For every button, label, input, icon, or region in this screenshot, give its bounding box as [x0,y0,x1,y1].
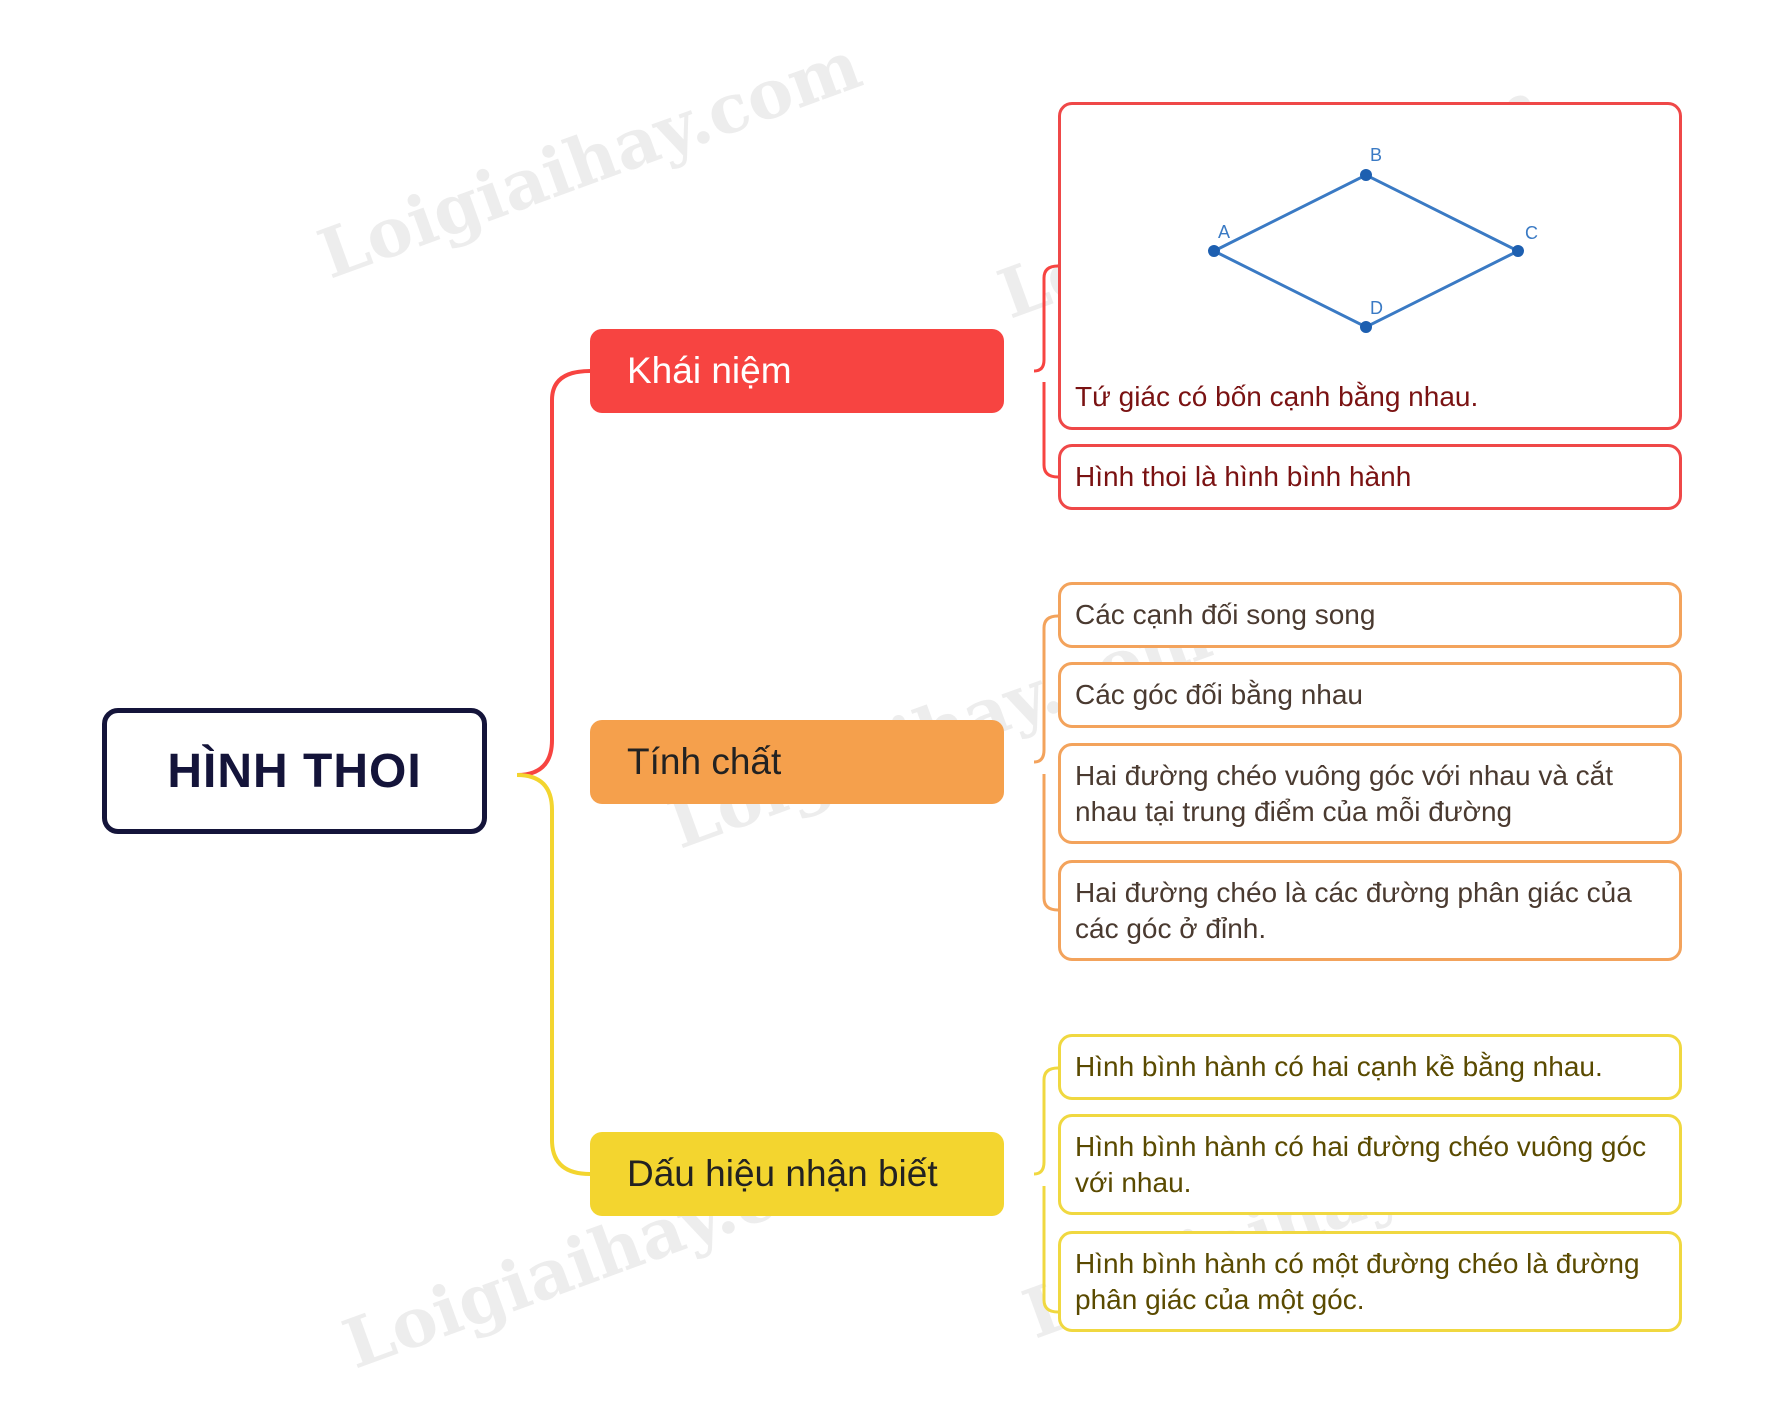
vertex-c-point [1512,245,1524,257]
recognition-box: Hình bình hành có hai cạnh kề bằng nhau. [1058,1034,1682,1100]
concept-definition-text: Tứ giác có bốn cạnh bằng nhau. [1075,381,1479,412]
property-box: Hai đường chéo là các đường phân giác củ… [1058,860,1682,961]
recognition-box: Hình bình hành có một đường chéo là đườn… [1058,1231,1682,1332]
root-node: HÌNH THOI [102,708,487,834]
leaf-text: Hình bình hành có hai cạnh kề bằng nhau. [1075,1051,1603,1082]
rhombus-shape [1210,173,1522,329]
leaf-text: Các góc đối bằng nhau [1075,679,1363,710]
vertex-c-label: C [1525,223,1538,243]
vertex-a-point [1208,245,1220,257]
property-box: Các góc đối bằng nhau [1058,662,1682,728]
vertex-b-label: B [1370,145,1382,165]
rhombus-figure: A B C D [1208,145,1538,333]
leaf-text: Hình thoi là hình bình hành [1075,461,1412,492]
vertex-d-point [1360,321,1372,333]
branch-recognition: Dấu hiệu nhận biết [590,1132,1004,1216]
leaf-text: Hình bình hành có hai đường chéo vuông g… [1075,1130,1647,1198]
vertex-b-point [1360,169,1372,181]
property-box: Hai đường chéo vuông góc với nhau và cắt… [1058,743,1682,844]
concept-parallelogram-box: Hình thoi là hình bình hành [1058,444,1682,510]
leaf-text: Các cạnh đối song song [1075,599,1376,630]
connector-properties-bracket [1033,614,1059,912]
leaf-text: Hai đường chéo là các đường phân giác củ… [1075,876,1632,944]
concept-definition-box: A B C D Tứ giác có bốn cạnh bằng nhau. [1058,102,1682,430]
leaf-text: Hai đường chéo vuông góc với nhau và cắt… [1075,759,1614,827]
vertex-d-label: D [1370,298,1383,318]
connector-root-recognition [516,773,591,1176]
branch-properties: Tính chất [590,720,1004,804]
connector-recognition-bracket [1033,1066,1059,1314]
vertex-a-label: A [1218,222,1230,242]
connector-root-concept [516,369,591,777]
leaf-text: Hình bình hành có một đường chéo là đườn… [1075,1247,1640,1315]
connector-concept-bracket [1033,264,1059,479]
property-box: Các cạnh đối song song [1058,582,1682,648]
branch-concept: Khái niệm [590,329,1004,413]
recognition-box: Hình bình hành có hai đường chéo vuông g… [1058,1114,1682,1215]
